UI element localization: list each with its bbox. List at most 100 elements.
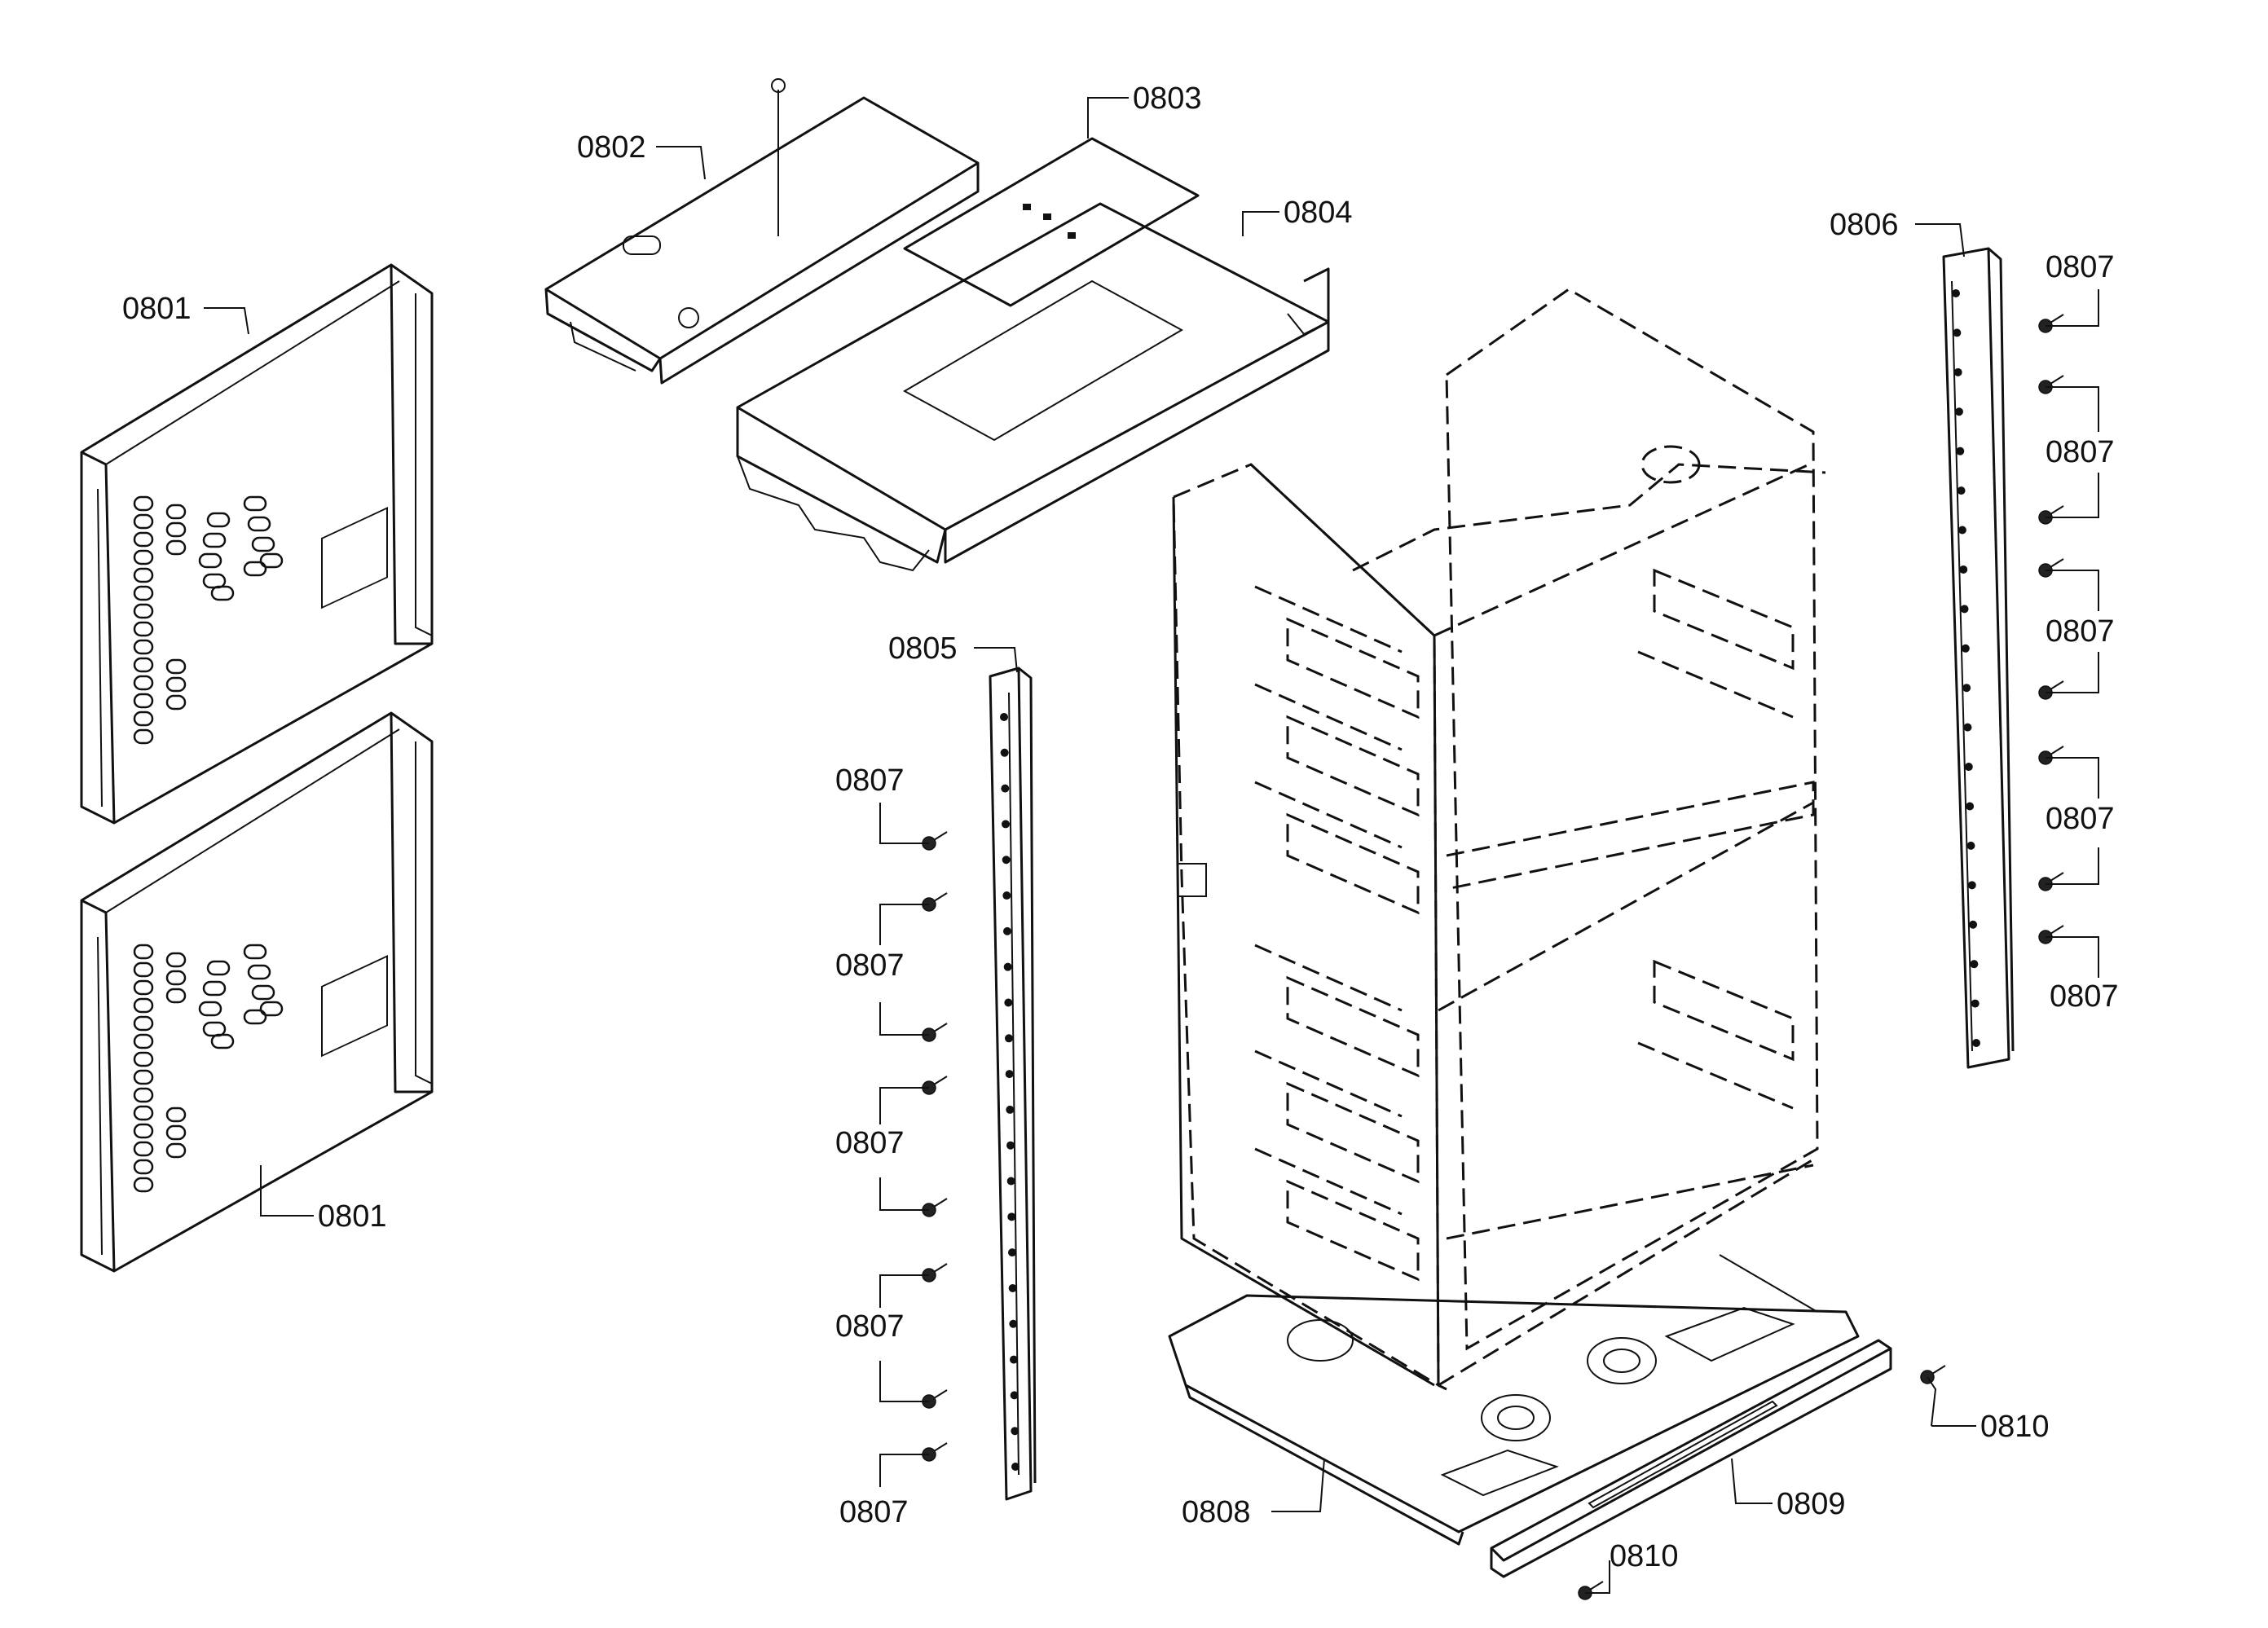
vent-slot (133, 675, 154, 691)
vent-slot (243, 495, 267, 512)
vent-slot (198, 552, 222, 569)
cavity-slot (1254, 585, 1403, 653)
cavity-slot (1286, 617, 1420, 719)
vent-slot (206, 512, 231, 528)
vent-slot (202, 573, 227, 589)
vent-slot (210, 1033, 235, 1049)
screw-shank (933, 831, 948, 841)
rail-hole (1002, 820, 1010, 829)
rail-hole (1970, 960, 1979, 969)
rail-hole (1007, 1212, 1016, 1221)
cavity-slot (1254, 683, 1403, 751)
vent-slot (243, 561, 267, 577)
label-0807-l4: 0807 (835, 1309, 905, 1344)
label-0801-upper: 0801 (122, 292, 192, 326)
part-labels: 0801 0801 0802 0803 0804 0805 0806 0807 … (122, 81, 2119, 1573)
screw-shank (2050, 505, 2064, 515)
rail-hole (1001, 784, 1010, 793)
rail-hole (1005, 1034, 1013, 1043)
rail-hole (1009, 1319, 1018, 1328)
vent-slot (165, 539, 187, 556)
vent-slot (243, 944, 267, 960)
vent-slot (133, 1177, 154, 1193)
rail-hole (1006, 1105, 1015, 1114)
screw-shank (2050, 925, 2064, 935)
cavity-slot (1637, 650, 1794, 719)
vent-slot (133, 1105, 154, 1121)
rail-hole (1960, 605, 1969, 614)
rail-hole (1952, 289, 1960, 297)
vent-slot (133, 944, 154, 960)
rail-hole (1956, 447, 1965, 455)
rail-hole (1959, 565, 1968, 574)
cavity-slot (1254, 1147, 1403, 1216)
part-0805-left-rail (989, 667, 1037, 1501)
part-0809-front-strip (1490, 1339, 1892, 1578)
rail-hole (1969, 920, 1978, 929)
rail-hole (1972, 1039, 1980, 1047)
cavity-slot (1653, 568, 1795, 671)
screw-shank (2050, 375, 2064, 385)
label-0807-r1: 0807 (2046, 250, 2115, 284)
cavity-slot (1254, 781, 1403, 849)
rail-hole (1003, 962, 1012, 971)
cavity-slot (1653, 959, 1795, 1062)
cavity-slot (1286, 812, 1420, 915)
vent-slot (202, 980, 227, 997)
label-0801-lower: 0801 (318, 1199, 387, 1234)
vent-slot (133, 1087, 154, 1103)
rail-hole (1966, 841, 1975, 850)
vent-slot (165, 504, 187, 520)
screw-shank (1589, 1581, 1604, 1591)
rail-hole (1004, 998, 1013, 1007)
screw-shank (933, 1442, 948, 1452)
rail-hole (1962, 684, 1971, 693)
label-0807-l3: 0807 (835, 1126, 905, 1160)
vent-slot (165, 988, 187, 1004)
label-0807-r4: 0807 (2046, 802, 2115, 836)
screw-shank (933, 1389, 948, 1399)
part-0802-top-cover (544, 78, 980, 385)
screw-shank (933, 1076, 948, 1085)
vent-slot (133, 621, 154, 637)
screw-shank (2050, 872, 2064, 882)
label-0804: 0804 (1284, 196, 1353, 230)
vent-slot (206, 960, 231, 976)
cavity-slot (1637, 1041, 1794, 1110)
leader-lines (204, 97, 2099, 1594)
screw-shank (933, 1023, 948, 1032)
label-0810-right: 0810 (1980, 1410, 2050, 1444)
vent-slot (259, 552, 284, 569)
screw-shank (2050, 314, 2064, 323)
label-0807-r2: 0807 (2046, 435, 2115, 469)
cavity-slot (1286, 1179, 1420, 1282)
label-0803: 0803 (1133, 81, 1202, 116)
part-0804-top-frame (736, 202, 1330, 572)
vent-slot (133, 961, 154, 978)
vent-slot (247, 516, 271, 532)
rail-hole (1010, 1391, 1019, 1400)
vent-slot (165, 676, 187, 693)
screw-shank (933, 892, 948, 902)
part-0803-plate (903, 137, 1200, 307)
rail-hole (1010, 1355, 1018, 1364)
vent-slot (133, 1051, 154, 1067)
rail-hole (1963, 723, 1972, 732)
rail-hole (1002, 856, 1011, 865)
vent-slot (247, 964, 271, 980)
label-0809: 0809 (1777, 1487, 1846, 1521)
label-0807-r5: 0807 (2050, 979, 2119, 1014)
rail-hole (1000, 713, 1008, 721)
rail-hole (1005, 1070, 1014, 1079)
vent-slot (133, 657, 154, 673)
label-0807-l2: 0807 (835, 948, 905, 983)
vent-slot (133, 711, 154, 727)
vent-slot (133, 1015, 154, 1032)
rail-hole (1958, 526, 1966, 535)
vent-slot (133, 531, 154, 548)
vent-slot (165, 1142, 187, 1159)
vent-slot (165, 658, 187, 675)
vent-slot (133, 1123, 154, 1139)
vent-slot (133, 693, 154, 709)
vent-slot (165, 970, 187, 986)
